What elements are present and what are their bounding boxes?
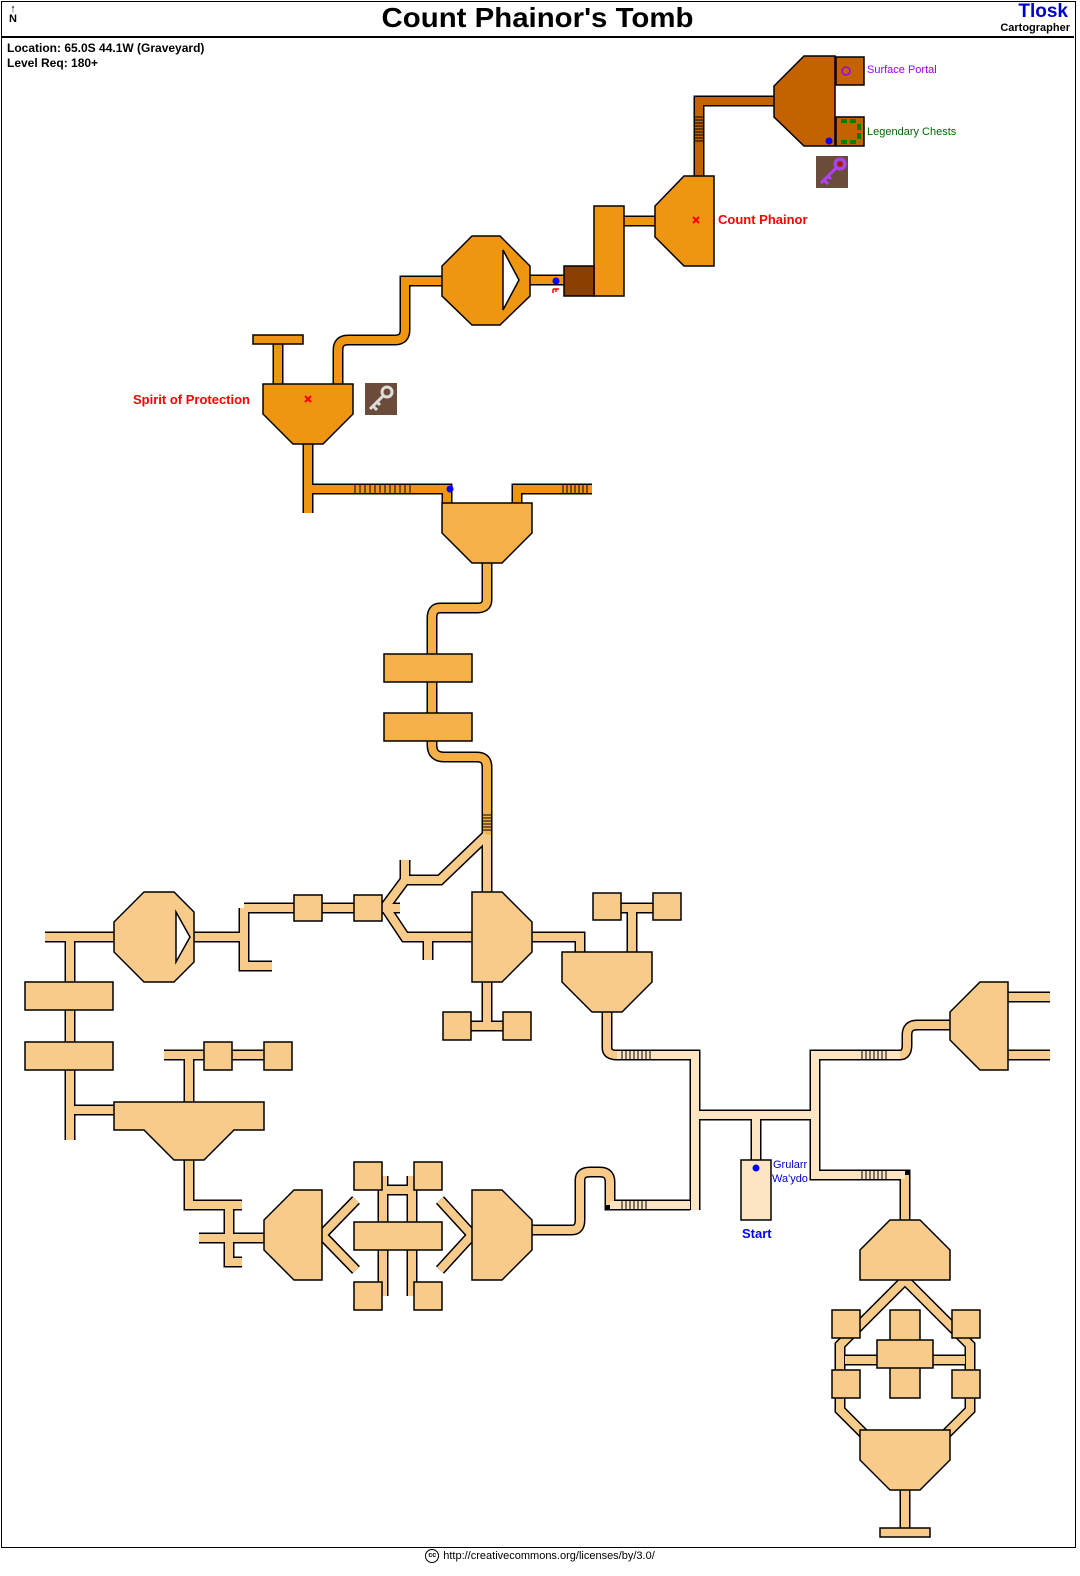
- cartographer-role: Cartographer: [1000, 22, 1070, 34]
- npc-dot-icon: [825, 137, 833, 145]
- mid-hall: [441, 502, 533, 564]
- key-door-icon: [552, 288, 559, 293]
- purple-key-icon: [816, 156, 848, 188]
- map-info: Location: 65.0S 44.1W (Graveyard) Level …: [7, 41, 204, 71]
- locked-room: [563, 265, 595, 297]
- location-text: Location: 65.0S 44.1W (Graveyard): [7, 41, 205, 55]
- start-label: Start: [742, 1226, 772, 1241]
- portal-hall: [773, 55, 836, 147]
- npc-name-line1: Grularr: [773, 1159, 808, 1171]
- stairs-markers: [354, 116, 887, 1209]
- portal-icon: [841, 66, 851, 76]
- spirit-room: [262, 383, 354, 445]
- map-frame: [1, 1, 1076, 1548]
- level-requirement: Level Req: 180+: [7, 56, 99, 70]
- npc-dot-icon: [446, 485, 454, 493]
- north-arrow-icon: ↑: [10, 3, 16, 15]
- count-phainor-label: Count Phainor: [718, 212, 808, 227]
- legendary-chests-label: Legendary Chests: [867, 126, 957, 138]
- north-label: N: [9, 13, 17, 25]
- spirit-top-bar: [252, 334, 304, 345]
- spirit-of-protection-label: Spirit of Protection: [133, 392, 250, 407]
- tall-room: [593, 205, 625, 297]
- npc-dot-icon: [552, 277, 560, 285]
- octagon-notch: [502, 249, 520, 311]
- silver-key-icon: [365, 383, 397, 415]
- count-phainor-room: [654, 175, 715, 267]
- twin-rooms: [383, 653, 473, 742]
- npc-name-line2: Wa'ydo: [772, 1173, 808, 1185]
- license-url[interactable]: http://creativecommons.org/licenses/by/3…: [443, 1549, 655, 1562]
- surface-portal-label: Surface Portal: [867, 64, 937, 76]
- map-title: Count Phainor's Tomb: [381, 2, 694, 33]
- map-header: ↑ N Count Phainor's Tomb Tlosk Cartograp…: [1, 1, 1074, 38]
- cartographer-name: Tlosk: [1018, 1, 1068, 22]
- lower-rooms: [24, 891, 1009, 1538]
- rooms: [24, 55, 1009, 1538]
- corridor-fills: [45, 97, 1050, 1530]
- boss-x-icon: [304, 216, 700, 403]
- north-indicator: ↑ N: [9, 3, 17, 25]
- npc-dot-icon: [752, 1164, 760, 1172]
- creative-commons-icon: cc: [425, 1549, 440, 1563]
- chest-markers: [841, 119, 861, 144]
